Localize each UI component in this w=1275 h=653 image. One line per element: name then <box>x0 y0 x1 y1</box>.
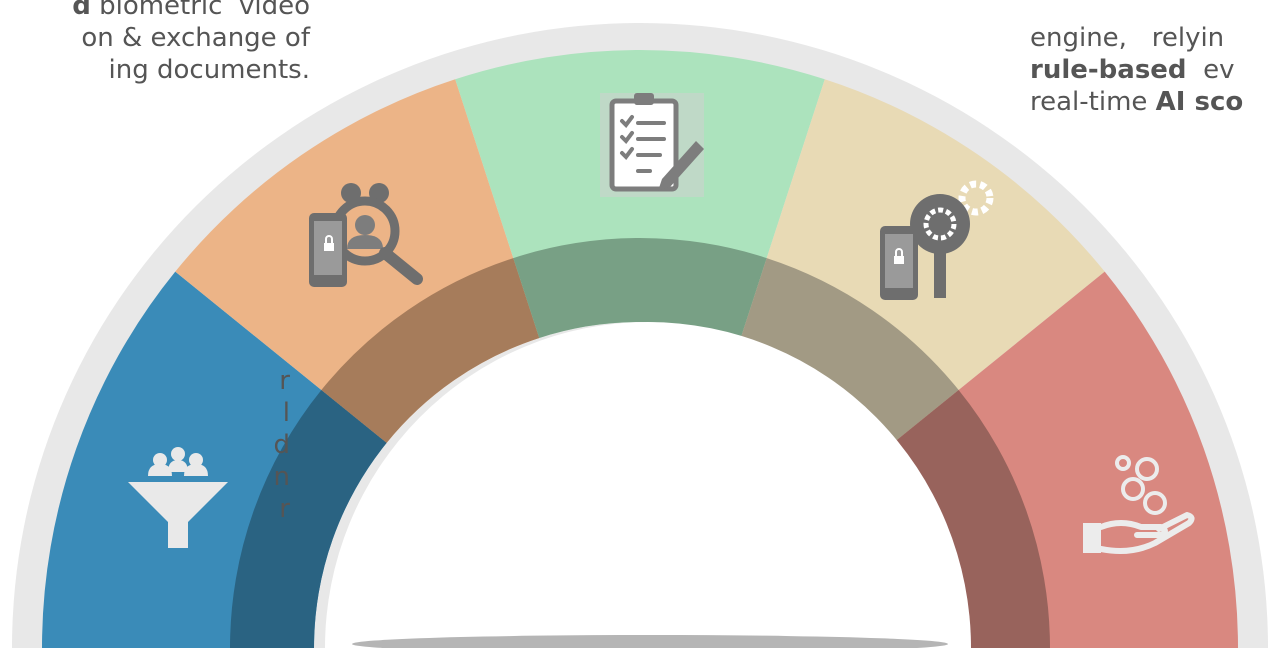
clipboard-checklist-icon <box>600 93 704 197</box>
right-line-3-bold: AI sco <box>1155 87 1244 117</box>
hand-coins-icon <box>1083 455 1195 554</box>
left-line-3: ing documents. <box>108 55 310 85</box>
left-description: d biometric video on & exchange of ing d… <box>0 0 310 86</box>
segment-inner-loan-disbursement <box>893 389 1050 648</box>
right-line-2-rest: ev <box>1186 55 1235 85</box>
left-line-1: d biometric video <box>0 0 310 22</box>
right-line-0 <box>1030 0 1243 22</box>
segment-inner-decision-engine <box>740 258 959 443</box>
phone-gears-icon <box>880 180 994 300</box>
segment-inner-application-checklist <box>513 238 767 338</box>
segment-inner-lead-funnel <box>230 389 387 648</box>
segment-inner-identity-verification <box>321 258 540 443</box>
center-hole <box>325 322 971 648</box>
right-line-3: real-time AI sco <box>1030 86 1243 118</box>
left-side-fragments: r l d n r <box>250 365 290 525</box>
side-fragment: d <box>273 430 290 460</box>
side-fragment: n <box>273 462 290 492</box>
left-line-1-bold: d <box>72 0 91 21</box>
side-fragment: r <box>279 494 290 524</box>
left-line-2: on & exchange of <box>81 23 310 53</box>
right-line-2: rule-based ev <box>1030 54 1243 86</box>
inner-band <box>230 238 1050 648</box>
left-line-1-rest: biometric video <box>90 0 310 21</box>
phone-user-search-icon <box>309 183 423 287</box>
side-fragment: r <box>279 366 290 396</box>
side-fragment: l <box>282 398 290 428</box>
users-funnel-icon <box>128 447 228 548</box>
right-line-1: engine, relyin <box>1030 23 1225 53</box>
right-line-3-pre: real-time <box>1030 87 1156 117</box>
right-description: engine, relyin rule-based ev real-time A… <box>1030 0 1243 118</box>
right-line-2-bold: rule-based <box>1030 55 1187 85</box>
